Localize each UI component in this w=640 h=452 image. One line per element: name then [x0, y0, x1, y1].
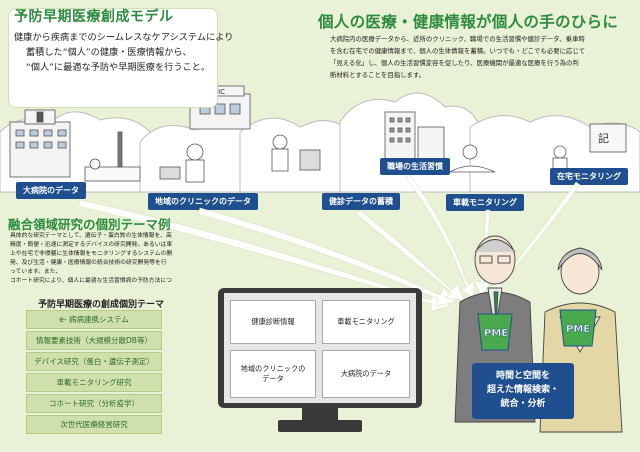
monitor-card-vehicle[interactable]: 車載モニタリング [322, 300, 410, 344]
pme-label-left: PME [484, 328, 508, 339]
label-home: 在宅モニタリング [550, 168, 628, 185]
personal-line-1: 大病院内の医療データから、近所のクリニック、職場での生活習慣や健診データ、乗車時 [330, 35, 585, 43]
theme-item-6: 次世代医療経営研究 [26, 415, 162, 434]
hospital-icon [9, 109, 71, 178]
checkup-icon [271, 134, 321, 172]
label-large-hospital: 大病院のデータ [16, 182, 86, 199]
label-vehicle: 車載モニタリング [446, 194, 524, 211]
personal-line-3: 「見える化」し、個人の生活習慣変容を促したり、医療機関が最適な医療を行う為の判 [330, 59, 579, 67]
theme-item-1: e- 病病連携システム [26, 310, 162, 329]
monitor-card-hospital[interactable]: 大病院のデータ [322, 350, 410, 398]
label-workplace: 職場の生活習慣 [380, 158, 450, 175]
theme-list-title: 予防早期医療の創成個別テーマ [38, 300, 165, 310]
label-checkup: 健診データの蓄積 [322, 193, 400, 210]
monitor-card-health[interactable]: 健康診断情報 [230, 300, 316, 344]
fusion-line-2: 精度・簡便・迅速に測定するデバイスの研究開発。あるいは車 [10, 242, 173, 248]
personal-line-2: を含む在宅での健康情報まで、個人の生体情報を蓄積。いつでも・どこでも必要に応じて [330, 47, 586, 55]
pme-device-left: PME [477, 313, 513, 351]
monitor-card-clinic-line-2: データ [262, 374, 284, 383]
fusion-line-1: 具体的な研究テーマとして、遺伝子・蛋白質の生体情報を、高 [10, 233, 172, 239]
fusion-line-5: っています。また、 [10, 269, 62, 275]
theme-item-4: 車載モニタリング研究 [26, 373, 162, 392]
fusion-title: 融合領域研究の個別テーマ例 [8, 217, 171, 232]
model-title: 予防早期医療創成モデル [14, 9, 174, 25]
theme-item-3: デバイス研究（蛋白・遺伝子測定） [26, 352, 162, 371]
model-line-1: 健康から疾病までのシームレスなケアシステムにより [14, 32, 234, 43]
monitor-base [278, 420, 362, 432]
home-sign-text: 記 [598, 131, 609, 145]
doctor-icon [159, 143, 205, 183]
model-box [8, 8, 218, 108]
label-clinic: 地域のクリニックのデータ [148, 193, 258, 210]
personal-line-4: 断材料とすることを目指します。 [330, 71, 426, 79]
patient-bed-icon [84, 131, 141, 182]
theme-item-5: コホート研究（分析疫学） [26, 394, 162, 413]
model-line-2: 蓄積した“個人”の健康・医療情報から、 [26, 47, 192, 58]
pme-label-right: PME [566, 324, 590, 335]
monitor-card-clinic-line-1: 地域のクリニックの [240, 364, 306, 373]
info-line-3: 統合・分析 [500, 399, 546, 409]
car-driver-icon [448, 144, 496, 173]
fusion-line-6: コホート研究により、個人に最適な生活習慣病の予防方法につ [10, 278, 172, 284]
pme-device-right: PME [559, 309, 597, 347]
model-line-3: “個人”に最適な予防や早期医療を行うこと。 [26, 62, 211, 73]
theme-item-2: 情報要素技術（大規模分散DB等） [26, 331, 162, 350]
info-box: 時間と空間を 超えた情報検索・ 統合・分析 [472, 363, 574, 419]
monitor-card-clinic[interactable]: 地域のクリニックの データ [230, 350, 316, 398]
fusion-line-3: 上や在宅で非侵襲に生体情報をモニタリングするシステムの開 [10, 251, 173, 257]
info-line-2: 超えた情報検索・ [486, 385, 559, 395]
personal-info-title: 個人の医療・健康情報が個人の手のひらに [318, 13, 619, 31]
info-line-1: 時間と空間を [495, 371, 550, 381]
fusion-line-4: 発、及び生活・健康・医療情報の統合技術の研究開発等を行 [10, 260, 167, 266]
monitor-stand [302, 408, 338, 420]
